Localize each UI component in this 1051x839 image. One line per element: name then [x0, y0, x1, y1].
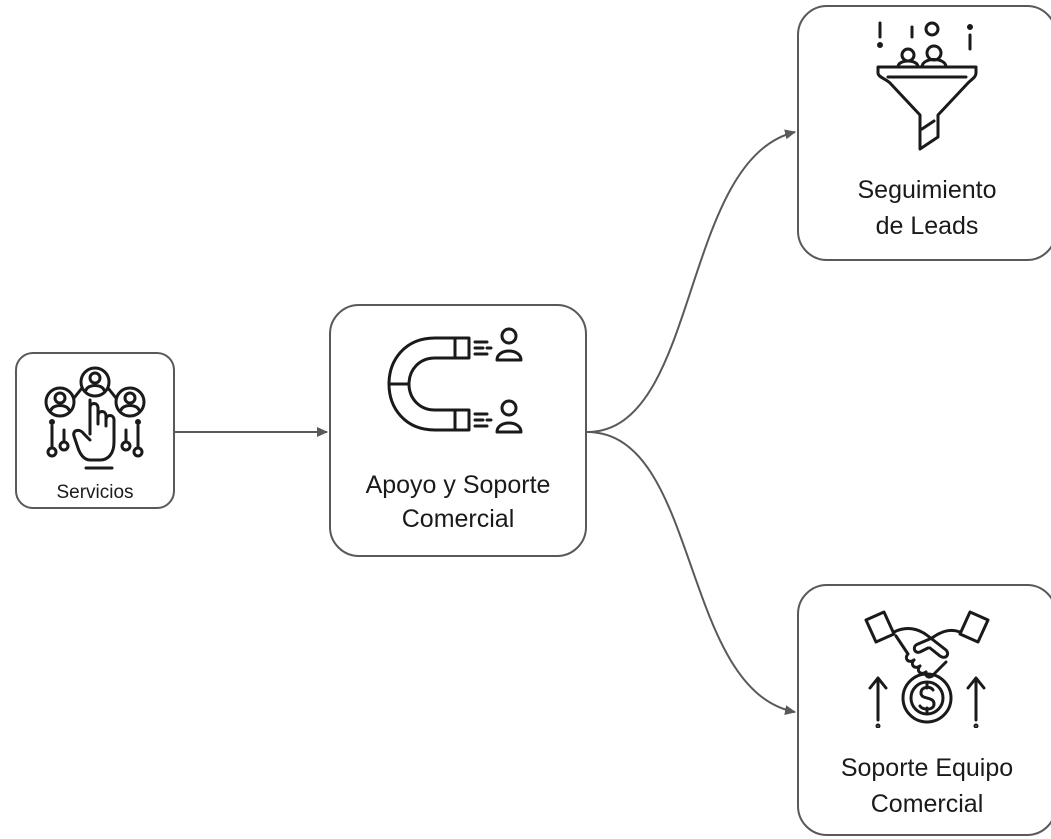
- edge-apoyo-leads: [586, 129, 796, 433]
- node-label: Apoyo y Soporte Comercial: [365, 471, 551, 533]
- node-label: Seguimiento de Leads: [857, 176, 997, 240]
- node-soporte-equipo-comercial[interactable]: Soporte Equipo Comercial: [797, 584, 1051, 836]
- node-seguimiento-de-leads[interactable]: Seguimiento de Leads: [797, 5, 1051, 261]
- sales-funnel-icon: [799, 19, 1051, 159]
- handshake-money-icon: [799, 608, 1051, 728]
- node-servicios[interactable]: Servicios: [15, 352, 175, 509]
- node-label: Servicios: [56, 482, 134, 503]
- edge-apoyo-soporte: [586, 431, 796, 716]
- node-apoyo-soporte-comercial[interactable]: Apoyo y Soporte Comercial: [329, 304, 587, 557]
- magnet-attract-users-icon: [331, 324, 585, 444]
- node-label: Soporte Equipo Comercial: [840, 754, 1014, 818]
- people-touch-network-icon: [17, 364, 173, 476]
